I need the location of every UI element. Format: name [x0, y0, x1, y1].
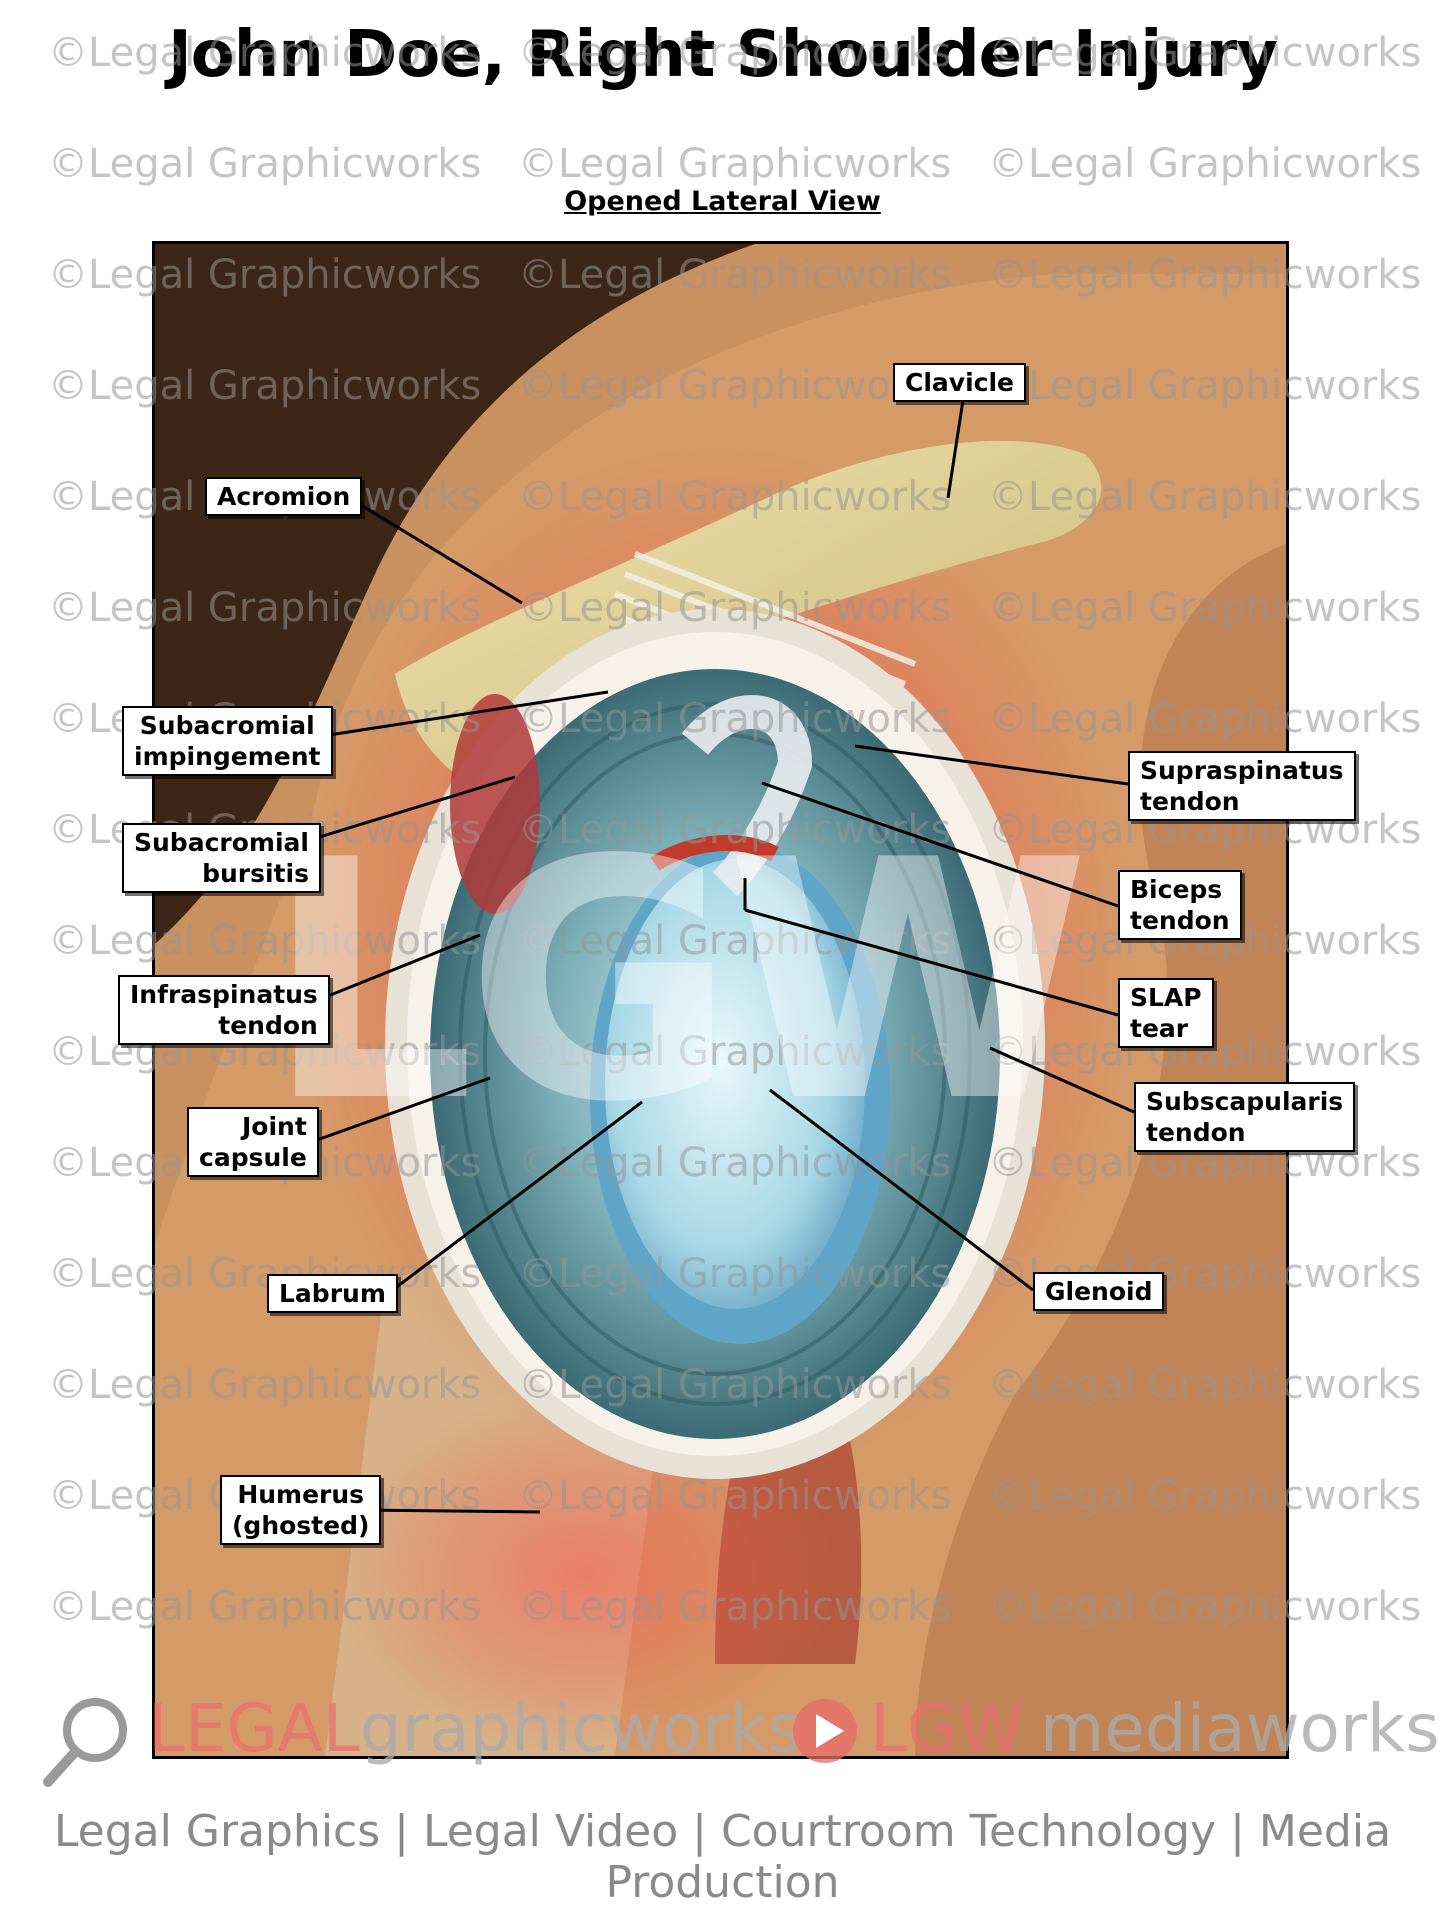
- leader-infraspinatus: [327, 933, 481, 998]
- label-slap-tear: SLAP tear: [1118, 978, 1214, 1048]
- leader-clavicle: [946, 399, 965, 499]
- leader-humerus: [359, 1508, 541, 1514]
- label-subscapularis-tendon: Subscapularis tendon: [1134, 1082, 1356, 1152]
- label-labrum: Labrum: [267, 1274, 398, 1313]
- label-joint-capsule: Joint capsule: [187, 1107, 319, 1177]
- page-title: John Doe, Right Shoulder Injury: [167, 18, 1278, 92]
- leader-slap: [744, 908, 1119, 1017]
- label-acromion: Acromion: [205, 477, 363, 516]
- brand-lgw-text: LGW: [870, 1690, 1024, 1767]
- tagline: Legal Graphics | Legal Video | Courtroom…: [53, 1806, 1392, 1908]
- leader-labrum: [389, 1100, 643, 1294]
- label-subacromial-impingement: Subacromial impingement: [122, 706, 333, 776]
- label-humerus: Humerus (ghosted): [220, 1475, 382, 1545]
- magnifier-icon: [43, 1698, 127, 1787]
- leader-joint-capsule: [302, 1076, 491, 1147]
- brand-legal-text: LEGAL: [148, 1690, 360, 1767]
- brand-footer: LEGAL graphicworks LGW mediaworks: [40, 1690, 1440, 1790]
- label-biceps-tendon: Biceps tendon: [1118, 870, 1242, 940]
- view-subtitle: Opened Lateral View: [564, 186, 881, 217]
- leader-acromion: [345, 494, 523, 605]
- leader-subscapularis: [989, 1046, 1135, 1114]
- leader-subacromial-bursitis: [299, 775, 516, 845]
- label-glenoid: Glenoid: [1033, 1272, 1165, 1311]
- leader-biceps: [761, 781, 1119, 908]
- brand-graphicworks-text: graphicworks: [360, 1690, 802, 1767]
- label-supraspinatus-tendon: Supraspinatus tendon: [1128, 751, 1356, 821]
- label-clavicle: Clavicle: [893, 363, 1026, 402]
- leader-supraspinatus: [854, 744, 1129, 786]
- brand-mediaworks-text: mediaworks: [1040, 1690, 1440, 1767]
- label-subacromial-bursitis: Subacromial bursitis: [122, 823, 321, 893]
- leader-glenoid: [769, 1088, 1034, 1292]
- label-infraspinatus-tendon: Infraspinatus tendon: [118, 975, 330, 1045]
- play-icon: [793, 1699, 857, 1763]
- leader-subacromial-impingement: [315, 690, 609, 739]
